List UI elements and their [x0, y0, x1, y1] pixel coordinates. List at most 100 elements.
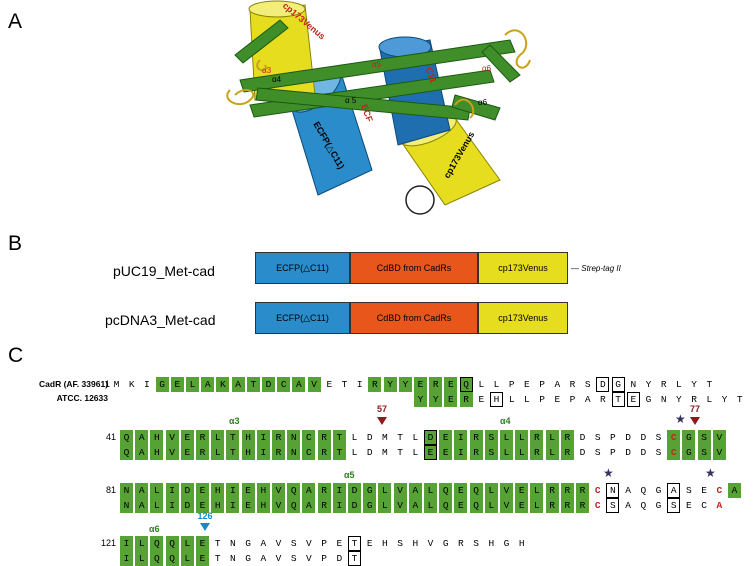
residue: R: [458, 538, 464, 549]
residue: Q: [165, 551, 179, 566]
structure-label-alpha6: α6: [482, 64, 492, 73]
residue: H: [518, 538, 525, 549]
residue: L: [412, 432, 419, 443]
residue: S: [655, 432, 662, 443]
residue: T: [397, 447, 403, 458]
residue: G: [363, 498, 377, 513]
residue: D: [180, 483, 194, 498]
residue: A: [584, 394, 591, 405]
residue: I: [226, 483, 240, 498]
residue: L: [484, 498, 498, 513]
residue: L: [150, 498, 164, 513]
residue: T: [332, 445, 346, 460]
residue: E: [366, 538, 373, 549]
residue: L: [351, 447, 358, 458]
residue: V: [500, 483, 513, 498]
residue: E: [196, 483, 209, 498]
star-icon: ★: [705, 466, 716, 480]
residue: Q: [439, 483, 453, 498]
residue: L: [508, 394, 515, 405]
residue: R: [545, 498, 559, 513]
strep-tag-label: — Strep-tag II: [571, 264, 621, 273]
residue: A: [408, 483, 422, 498]
residue: L: [500, 430, 513, 445]
residue: Y: [398, 377, 412, 392]
residue: I: [256, 445, 270, 460]
residue: S: [594, 447, 601, 458]
structure-label-alpha5: α5: [372, 60, 382, 69]
residue: A: [625, 500, 631, 511]
residue: M: [382, 432, 388, 443]
residue: N: [230, 553, 236, 564]
residue: L: [211, 445, 225, 460]
residue: A: [135, 498, 149, 513]
residue: R: [660, 379, 667, 390]
residue: S: [290, 538, 297, 549]
residue: R: [560, 445, 574, 460]
residue: I: [226, 498, 240, 513]
residue: C: [277, 377, 291, 392]
residue: E: [439, 430, 453, 445]
residue: R: [272, 445, 285, 460]
panel-label-a: A: [8, 10, 23, 33]
helix-label-a3: α3: [229, 416, 240, 426]
residue: S: [484, 430, 498, 445]
residue: R: [576, 498, 589, 513]
residue: L: [493, 379, 500, 390]
residue: E: [241, 498, 255, 513]
residue: A: [408, 498, 422, 513]
structure-label-alpha4: α4: [272, 75, 282, 84]
residue: N: [606, 483, 620, 498]
residue: N: [287, 430, 301, 445]
residue: A: [716, 500, 723, 511]
residue: P: [610, 432, 616, 443]
residue: G: [245, 553, 251, 564]
residue: H: [490, 392, 503, 407]
residue: V: [307, 377, 321, 392]
structure-label-alpha5b: α 5: [345, 96, 357, 105]
residue: R: [469, 430, 483, 445]
residue: R: [691, 394, 697, 405]
residue: Q: [165, 536, 179, 551]
structure-label-alpha3: α3: [262, 66, 272, 75]
residue: S: [697, 445, 711, 460]
residue: C: [594, 500, 601, 511]
residue: R: [530, 430, 544, 445]
residue: E: [524, 379, 530, 390]
residue: H: [412, 538, 419, 549]
residue: I: [332, 483, 346, 498]
residue: C: [302, 445, 316, 460]
residue: A: [667, 483, 681, 498]
structure-label-alpha6b: α6: [478, 98, 488, 107]
residue: R: [576, 483, 589, 498]
residue: A: [302, 483, 316, 498]
residue: H: [211, 498, 225, 513]
residue: V: [165, 445, 179, 460]
residue: A: [135, 483, 149, 498]
residue: R: [560, 483, 574, 498]
residue: R: [560, 498, 574, 513]
residue: E: [196, 536, 209, 551]
residue: G: [682, 445, 696, 460]
residue: K: [128, 379, 135, 390]
panel-label-b: B: [8, 232, 23, 255]
residue: S: [484, 445, 498, 460]
residue: E: [686, 500, 692, 511]
residue: H: [150, 430, 164, 445]
green-helices: [234, 19, 521, 121]
residue: I: [332, 498, 346, 513]
residue: R: [317, 430, 331, 445]
residue: L: [484, 483, 498, 498]
residue: E: [454, 498, 468, 513]
residue: H: [256, 498, 270, 513]
residue: D: [424, 430, 437, 445]
residue: Y: [429, 392, 443, 407]
residue: T: [214, 553, 221, 564]
residue: E: [414, 377, 427, 392]
residue: E: [626, 392, 640, 407]
residue: Q: [640, 500, 647, 511]
residue: Q: [287, 483, 301, 498]
residue: D: [366, 447, 373, 458]
residue: L: [515, 430, 529, 445]
residue: Q: [150, 551, 164, 566]
